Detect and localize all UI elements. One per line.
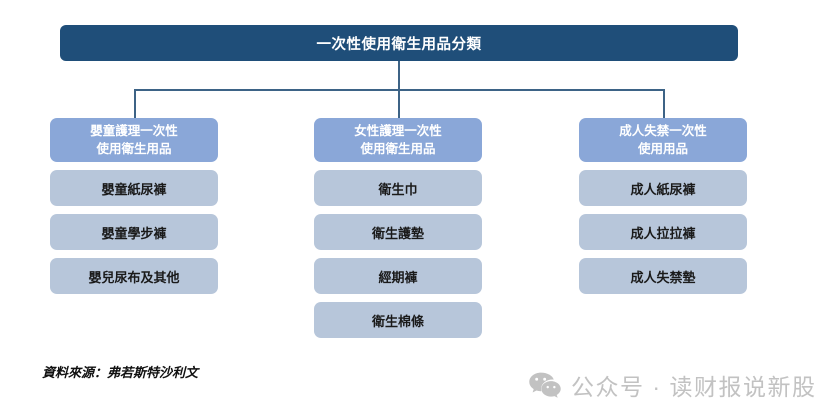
category-header-3: 成人失禁一次性 使用用品 bbox=[579, 118, 747, 162]
category-header-2: 女性護理一次性 使用衛生用品 bbox=[314, 118, 482, 162]
connector-drop-column-2 bbox=[398, 89, 400, 118]
category-2-item-list: 衛生巾 衛生護墊 經期褲 衛生棉條 bbox=[314, 170, 482, 338]
diagram-title-label: 一次性使用衛生用品分類 bbox=[316, 36, 482, 53]
connector-drop-column-1 bbox=[134, 89, 136, 118]
list-item: 衛生巾 bbox=[314, 170, 482, 206]
diagram-title-box: 一次性使用衛生用品分類 bbox=[60, 25, 738, 61]
category-column-1: 嬰童護理一次性 使用衛生用品 嬰童紙尿褲 嬰童學步褲 嬰兒尿布及其他 bbox=[50, 118, 218, 302]
list-item: 嬰童學步褲 bbox=[50, 214, 218, 250]
category-1-item-list: 嬰童紙尿褲 嬰童學步褲 嬰兒尿布及其他 bbox=[50, 170, 218, 294]
connector-stem-vertical bbox=[398, 61, 400, 91]
category-column-2: 女性護理一次性 使用衛生用品 衛生巾 衛生護墊 經期褲 衛生棉條 bbox=[314, 118, 482, 346]
list-item: 經期褲 bbox=[314, 258, 482, 294]
category-header-3-line1: 成人失禁一次性 bbox=[619, 123, 707, 138]
list-item: 嬰童紙尿褲 bbox=[50, 170, 218, 206]
list-item: 成人拉拉褲 bbox=[579, 214, 747, 250]
category-3-item-list: 成人紙尿褲 成人拉拉褲 成人失禁墊 bbox=[579, 170, 747, 294]
list-item: 衛生棉條 bbox=[314, 302, 482, 338]
connector-drop-column-3 bbox=[663, 89, 665, 118]
category-header-1: 嬰童護理一次性 使用衛生用品 bbox=[50, 118, 218, 162]
list-item: 成人紙尿褲 bbox=[579, 170, 747, 206]
watermark: 公众号 · 读财报说新股 bbox=[528, 368, 816, 402]
watermark-label: 公众号 · 读财报说新股 bbox=[571, 374, 817, 400]
category-header-1-line2: 使用衛生用品 bbox=[96, 142, 172, 156]
list-item: 成人失禁墊 bbox=[579, 258, 747, 294]
category-header-3-line2: 使用用品 bbox=[637, 142, 688, 156]
list-item: 衛生護墊 bbox=[314, 214, 482, 250]
category-column-3: 成人失禁一次性 使用用品 成人紙尿褲 成人拉拉褲 成人失禁墊 bbox=[579, 118, 747, 302]
list-item: 嬰兒尿布及其他 bbox=[50, 258, 218, 294]
category-header-2-line2: 使用衛生用品 bbox=[360, 142, 436, 156]
source-note: 資料來源：弗若斯特沙利文 bbox=[42, 365, 199, 380]
category-header-1-line1: 嬰童護理一次性 bbox=[90, 123, 178, 138]
category-header-2-line1: 女性護理一次性 bbox=[354, 123, 442, 138]
wechat-icon bbox=[528, 371, 562, 399]
